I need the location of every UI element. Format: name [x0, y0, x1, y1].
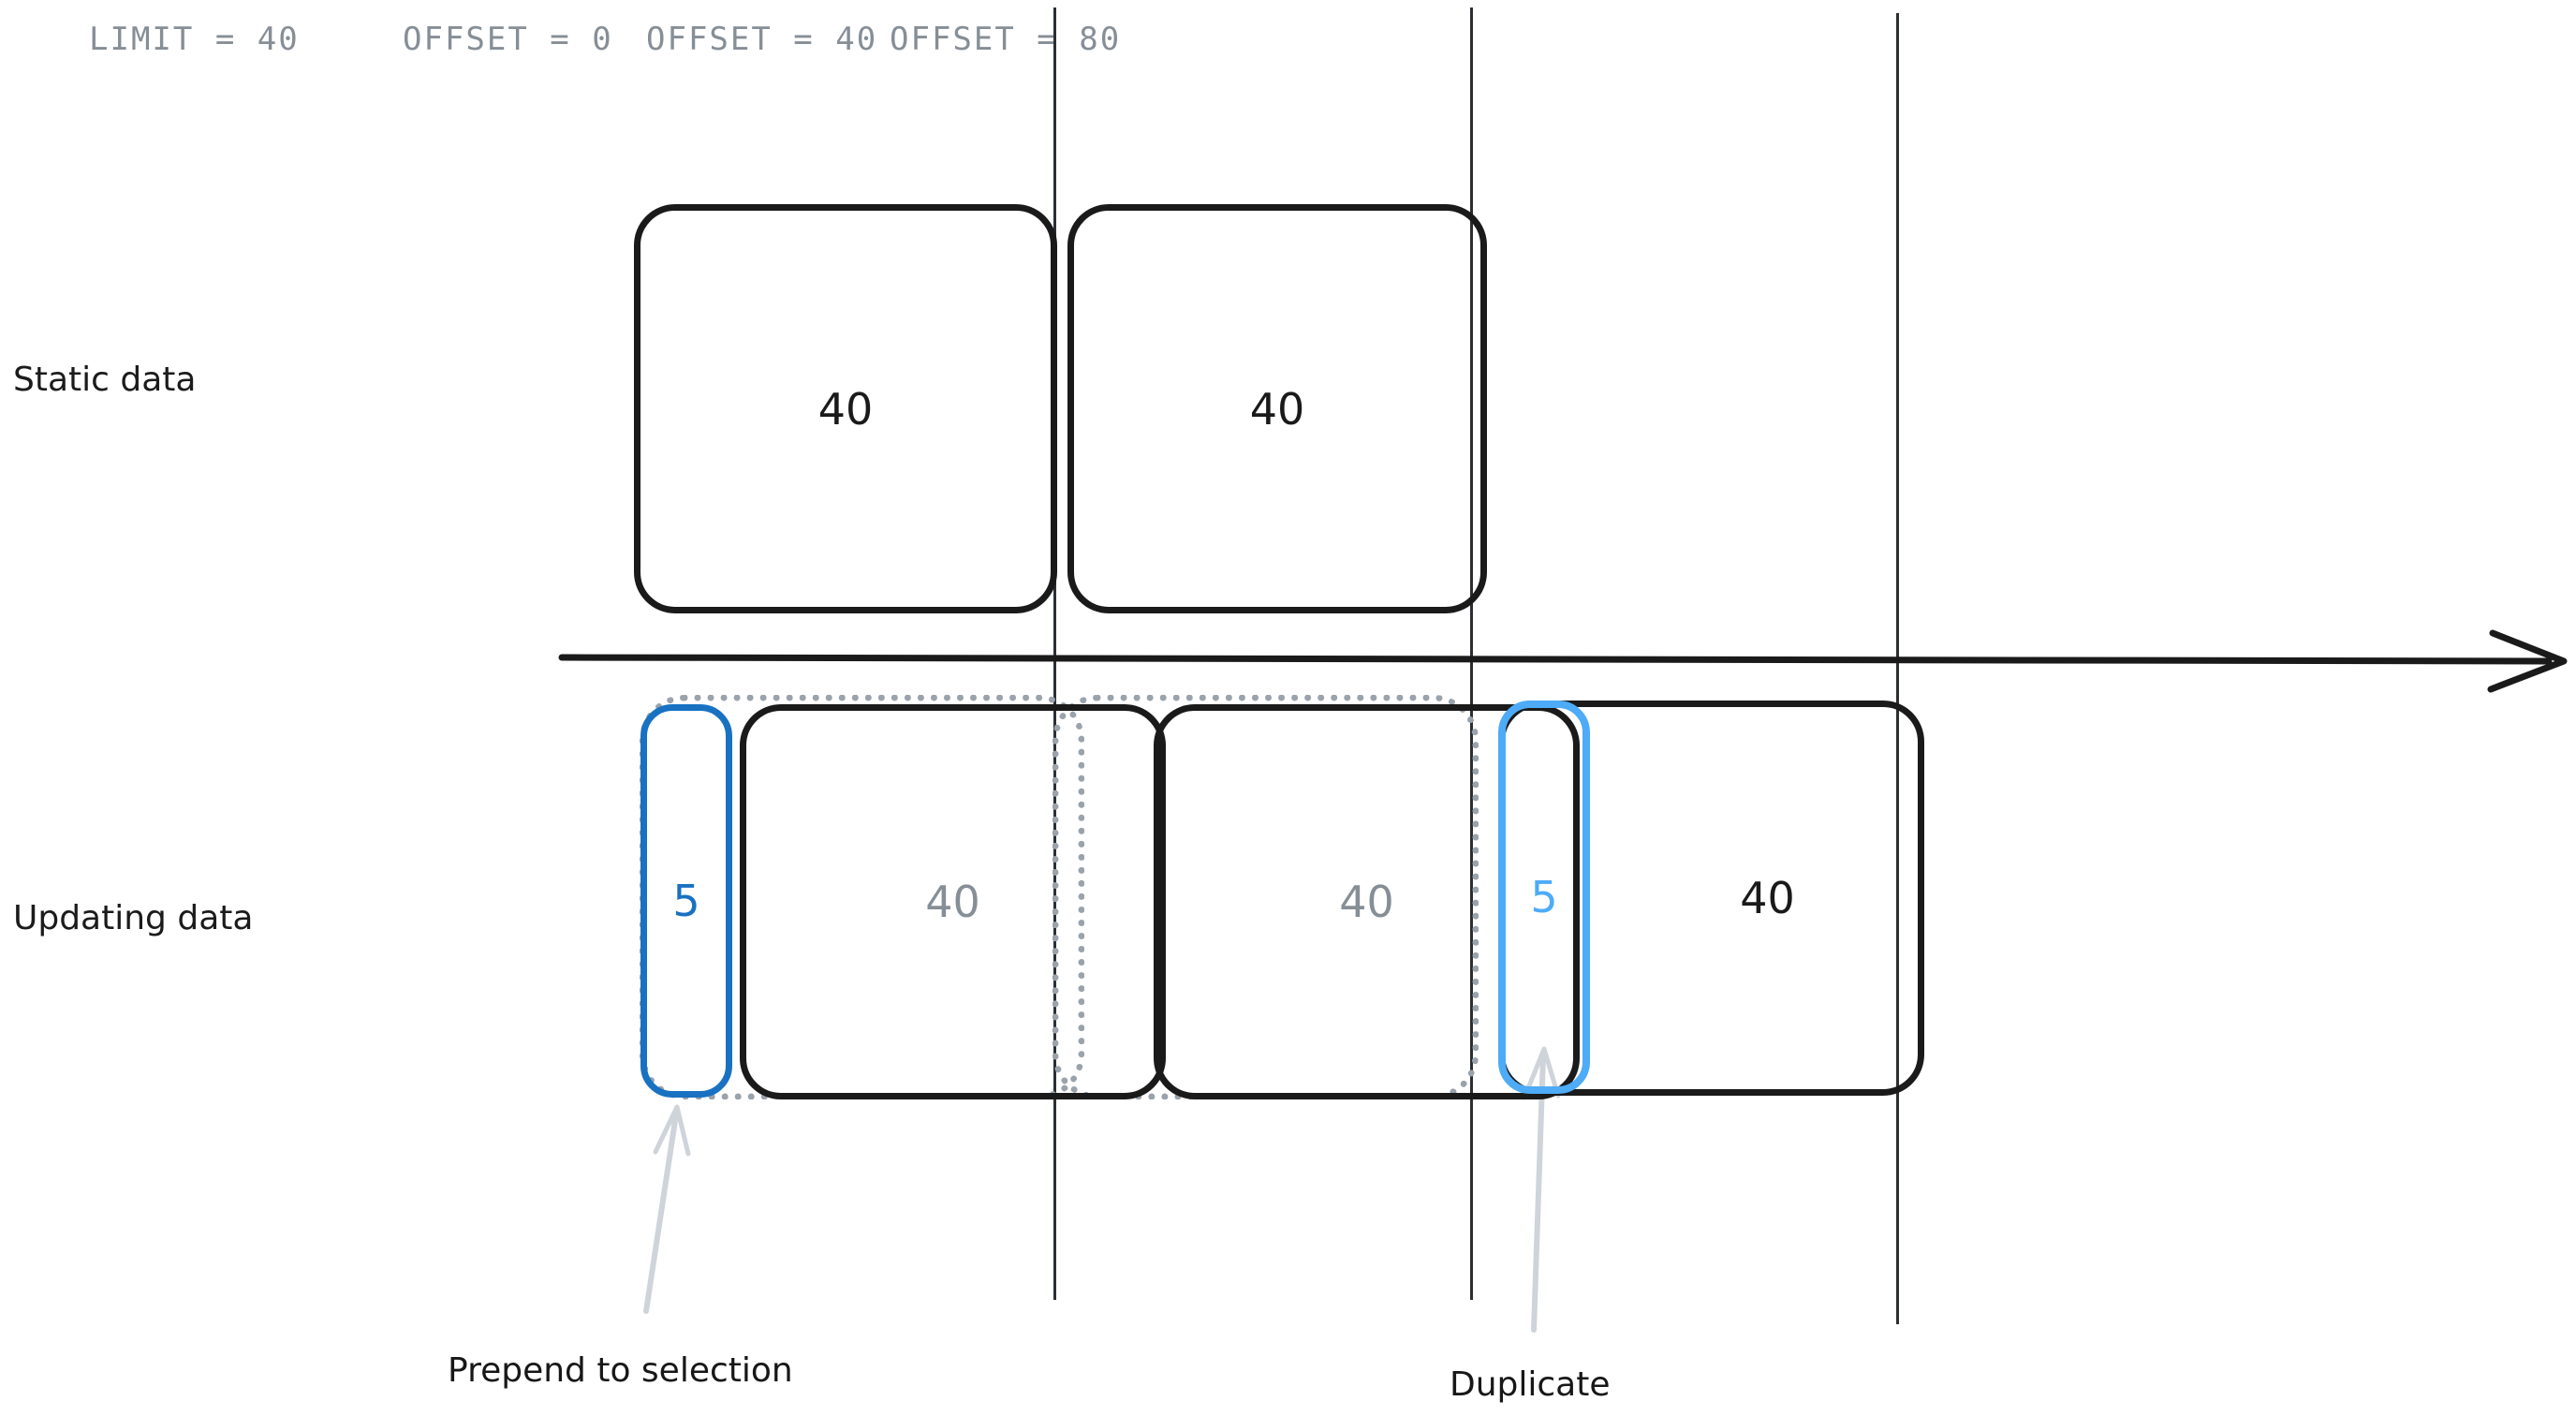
- divider-line-offset-40: [1470, 7, 1473, 1300]
- duplicate-rows-value: 5: [1530, 872, 1558, 922]
- column-header-limit: LIMIT = 40: [89, 21, 300, 58]
- prepended-rows-value: 5: [672, 876, 700, 926]
- callout-arrow-prepend: [643, 1104, 691, 1314]
- static-page-box-1[interactable]: 40: [634, 204, 1057, 613]
- updating-page-value-1: 40: [925, 877, 980, 927]
- column-header-offset-80: OFFSET = 80: [890, 21, 1122, 58]
- divider-line-offset-0: [1053, 7, 1056, 1300]
- static-page-value-1: 40: [817, 383, 874, 435]
- updating-page-value-3: 40: [1740, 873, 1795, 923]
- timeline-arrow: [558, 629, 2568, 693]
- updating-page-value-2: 40: [1339, 877, 1394, 927]
- duplicate-rows-box[interactable]: 5: [1498, 701, 1590, 1094]
- row-label-updating-data: Updating data: [13, 899, 254, 937]
- divider-line-offset-80: [1896, 13, 1899, 1324]
- callout-label-duplicate: Duplicate: [1450, 1365, 1611, 1404]
- static-page-value-2: 40: [1249, 383, 1305, 435]
- column-header-offset-0: OFFSET = 0: [403, 21, 613, 58]
- updating-page-box-1[interactable]: 40: [740, 704, 1166, 1099]
- column-header-offset-40: OFFSET = 40: [646, 21, 878, 58]
- row-label-static-data: Static data: [13, 361, 197, 399]
- callout-label-prepend: Prepend to selection: [448, 1351, 793, 1390]
- prepended-rows-box[interactable]: 5: [640, 704, 732, 1098]
- static-page-box-2[interactable]: 40: [1067, 204, 1487, 613]
